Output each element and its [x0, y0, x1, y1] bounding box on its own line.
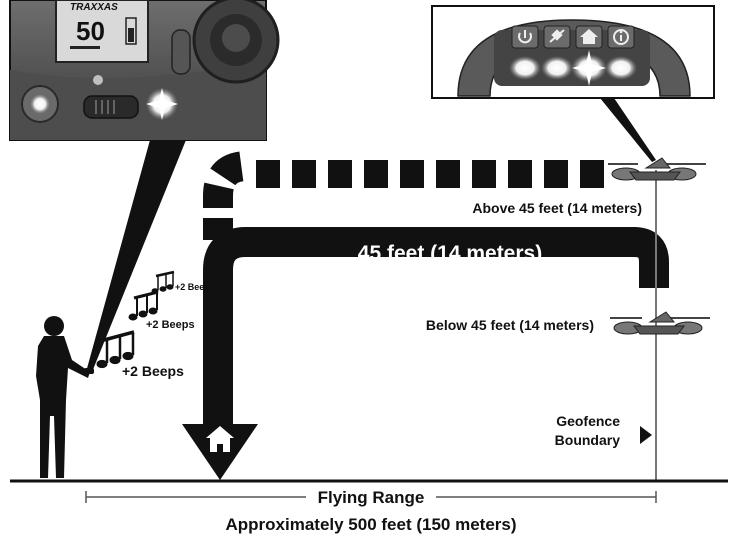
lcd-brand-text: TRAXXAS: [70, 2, 118, 13]
range-dimension: [85, 491, 657, 503]
power-icon: [511, 25, 539, 49]
beep-label-large: +2 Beeps: [122, 363, 184, 379]
below-altitude-label: Below 45 feet (14 meters): [426, 317, 594, 333]
beep-label-medium: +2 Beeps: [146, 319, 195, 331]
geofence-label-line2: Boundary: [555, 432, 621, 448]
controller-inset: TRAXXAS 50: [9, 0, 280, 141]
threshold-label: 45 feet (14 meters): [358, 242, 542, 265]
geofence-label-line1: Geofence: [556, 413, 620, 429]
music-note-icon: [128, 290, 159, 321]
drone-led-lights: [509, 50, 637, 86]
home-icon: [206, 426, 234, 452]
flying-range-label: Flying Range: [318, 488, 425, 507]
geofence-pointer-icon: [640, 426, 652, 444]
lcd-value: 50: [76, 16, 105, 46]
controller-led-icon: [146, 88, 178, 120]
drone-icon: [608, 157, 706, 181]
music-note-icon: [96, 330, 135, 369]
home-icon: [575, 25, 603, 49]
slide-switch: [83, 95, 139, 119]
person-icon: [36, 316, 94, 478]
range-distance-label: Approximately 500 feet (150 meters): [225, 515, 516, 534]
satellite-icon: [543, 25, 571, 49]
drone-pointer: [600, 98, 656, 162]
dashed-flight-path: [203, 151, 604, 240]
controller-pointer: [86, 140, 186, 372]
beep-label-small: +2 Beeps: [175, 282, 215, 292]
above-altitude-label: Above 45 feet (14 meters): [472, 200, 642, 216]
drone-inset: [431, 5, 715, 99]
flight-path-band: [182, 227, 669, 480]
music-note-icon: [151, 270, 175, 294]
drone-icon: [610, 311, 710, 335]
info-icon: [607, 25, 635, 49]
